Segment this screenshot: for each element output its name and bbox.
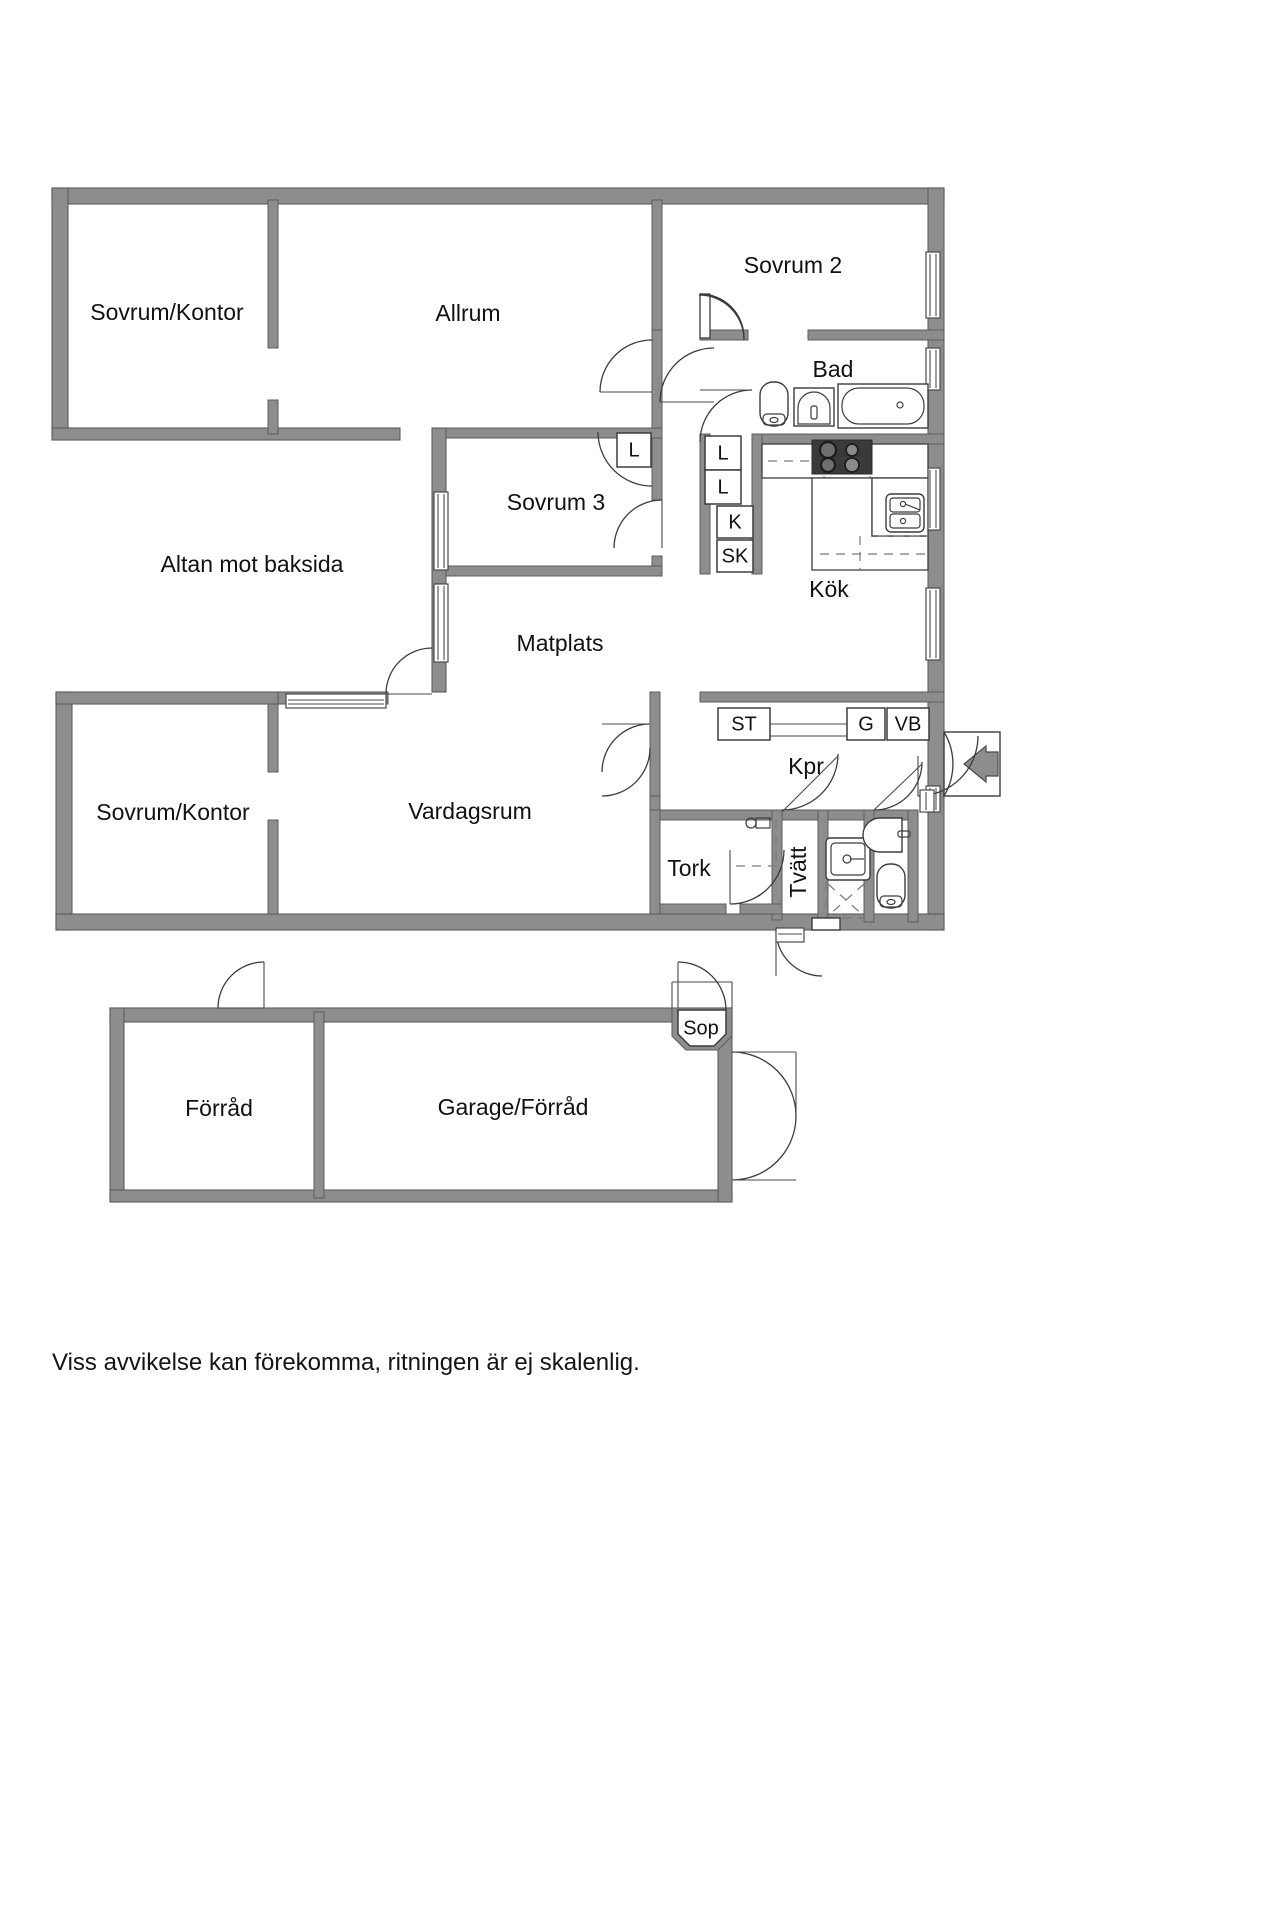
wc-basin-icon [862,817,911,853]
room-label-forrad: Förråd [185,1095,253,1121]
storage-box-l-sovrum3: L [616,432,652,468]
room-labels: Sovrum/Kontor Allrum Sovrum 2 Bad Sovrum… [90,252,853,1121]
sop-enclosure [671,961,733,1051]
storage-box-label: SK [722,545,749,567]
washbasin-icon [793,387,835,427]
storage-box-sk-hall: SK [716,539,754,573]
wc-toilet-icon [876,863,906,909]
room-label-bad: Bad [813,356,854,382]
windows-right-wall [925,251,941,813]
storage-box-k-hall: K [716,505,754,539]
room-label-garage-forrad: Garage/Förråd [438,1094,589,1120]
laundry-fixtures [736,817,911,931]
stove-icon [811,439,873,475]
storage-box-l-hall-1: L [704,435,742,471]
shower-icon [825,882,866,919]
kitchen-sink-icon [885,493,925,533]
room-label-kpr: Kpr [788,753,824,779]
storage-box-label: Sop [683,1017,719,1039]
storage-box-label: L [628,439,639,461]
kitchen-fixtures [761,439,929,571]
interior-partitions-lower [267,691,945,923]
entrance-arrow-icon [963,744,999,784]
room-label-tork: Tork [667,855,711,881]
washing-machine-icon [745,817,771,829]
storage-box-vb-kpr: VB [886,707,930,741]
room-label-altan: Altan mot baksida [161,551,344,577]
storage-box-label: VB [895,713,922,735]
room-label-allrum: Allrum [435,300,500,326]
room-label-kok: Kök [809,576,849,602]
storage-box-l-hall-2: L [704,469,742,505]
drawing-caption: Viss avvikelse kan förekomma, ritningen … [52,1349,640,1376]
kpr-cabinets [770,723,848,737]
garage-block [109,961,797,1203]
tvatt-basin-icon [825,837,871,881]
room-label-matplats: Matplats [517,630,604,656]
altan-glazing [433,491,449,663]
interior-partitions-upper [267,199,945,577]
room-label-sovrum-kontor-2: Sovrum/Kontor [96,799,250,825]
room-label-tvatt: Tvätt [785,846,811,898]
storage-box-sop-garage: Sop [683,1017,719,1039]
storage-box-label: L [717,442,728,464]
storage-box-label: G [858,713,874,735]
room-label-sovrum-3: Sovrum 3 [507,489,605,515]
storage-label-boxes: L L L K SK ST G VB Sop [616,432,930,1039]
storage-box-st-kpr: ST [717,707,771,741]
toilet-icon [759,381,789,427]
storage-box-g-kpr: G [846,707,886,741]
storage-box-label: K [728,511,742,533]
room-label-sovrum-2: Sovrum 2 [744,252,842,278]
bad-fixtures [759,381,929,429]
doors [285,293,1001,977]
room-label-vardagsrum: Vardagsrum [408,798,532,824]
storage-box-label: L [717,476,728,498]
storage-box-label: ST [731,713,757,735]
bathtub-icon [837,383,929,429]
room-label-sovrum-kontor-1: Sovrum/Kontor [90,299,244,325]
